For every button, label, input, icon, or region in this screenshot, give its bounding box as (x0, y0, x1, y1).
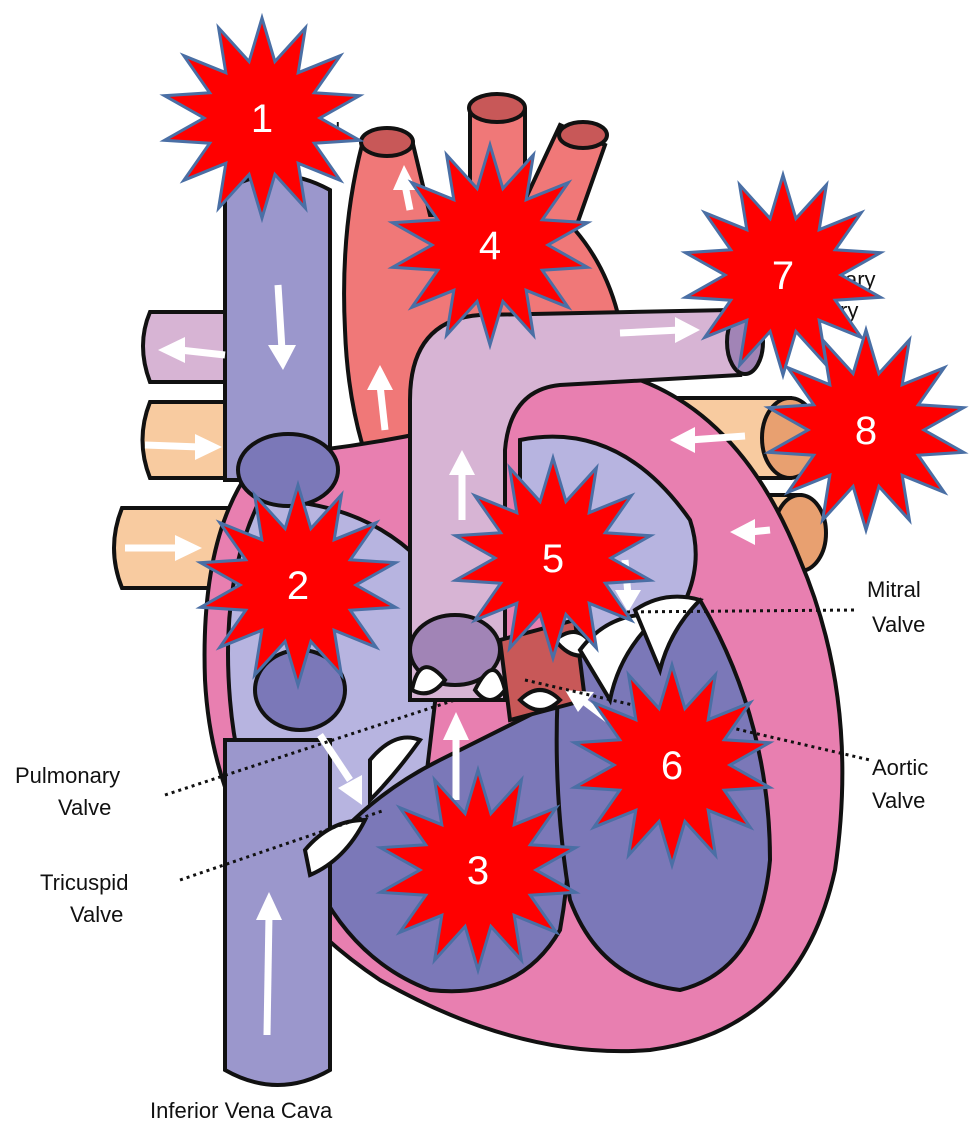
marker-number-7: 7 (772, 254, 794, 298)
label-aortic-line1: Aortic (872, 755, 928, 780)
svc-opening (238, 434, 338, 506)
label-tricuspid-line2: Valve (70, 902, 123, 927)
marker-number-1: 1 (251, 97, 273, 141)
marker-number-2: 2 (287, 564, 309, 608)
marker-number-4: 4 (479, 224, 501, 268)
marker-number-6: 6 (661, 744, 683, 788)
marker-number-8: 8 (855, 409, 877, 453)
label-mitral-line1: Mitral (867, 577, 921, 602)
marker-number-5: 5 (542, 537, 564, 581)
label-tricuspid-line1: Tricuspid (40, 870, 128, 895)
label-inferior-vena-cava: Inferior Vena Cava (150, 1098, 333, 1123)
label-pulmonary-line2: Valve (58, 795, 111, 820)
marker-number-3: 3 (467, 849, 489, 893)
label-pulmonary-line1: Pulmonary (15, 763, 120, 788)
label-mitral-line2: Valve (872, 612, 925, 637)
label-aortic-line2: Valve (872, 788, 925, 813)
